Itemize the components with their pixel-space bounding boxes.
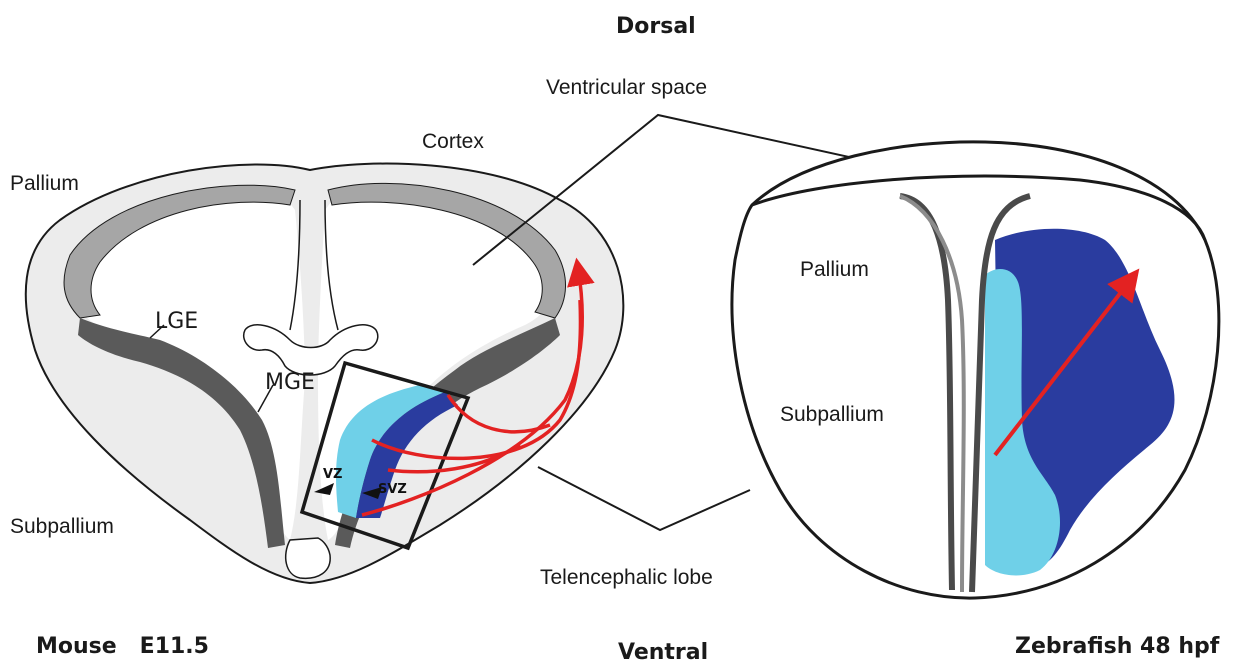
zebrafish-caption: Zebrafish 48 hpf bbox=[1015, 634, 1219, 659]
mouse-brain-section bbox=[26, 164, 624, 583]
cortex-label: Cortex bbox=[422, 130, 484, 154]
zebrafish-telencephalon bbox=[732, 142, 1219, 598]
pallium-left-label: Pallium bbox=[10, 172, 79, 196]
vz-label: VZ bbox=[323, 467, 343, 482]
telencephalic-lobe-pointer bbox=[538, 467, 750, 530]
midline-ventricle-bulb bbox=[286, 538, 331, 578]
dorsal-label: Dorsal bbox=[616, 14, 696, 39]
ventral-label: Ventral bbox=[618, 640, 708, 665]
pallium-right-label: Pallium bbox=[800, 258, 869, 282]
ventricular-space-label: Ventricular space bbox=[546, 76, 707, 100]
svz-label: SVZ bbox=[378, 482, 407, 497]
lge-label: LGE bbox=[155, 309, 198, 334]
subpallium-right-label: Subpallium bbox=[780, 403, 884, 427]
subpallium-left-label: Subpallium bbox=[10, 515, 114, 539]
mge-label: MGE bbox=[265, 370, 315, 395]
telencephalic-lobe-label: Telencephalic lobe bbox=[540, 566, 713, 590]
mouse-caption: Mouse E11.5 bbox=[36, 634, 209, 659]
